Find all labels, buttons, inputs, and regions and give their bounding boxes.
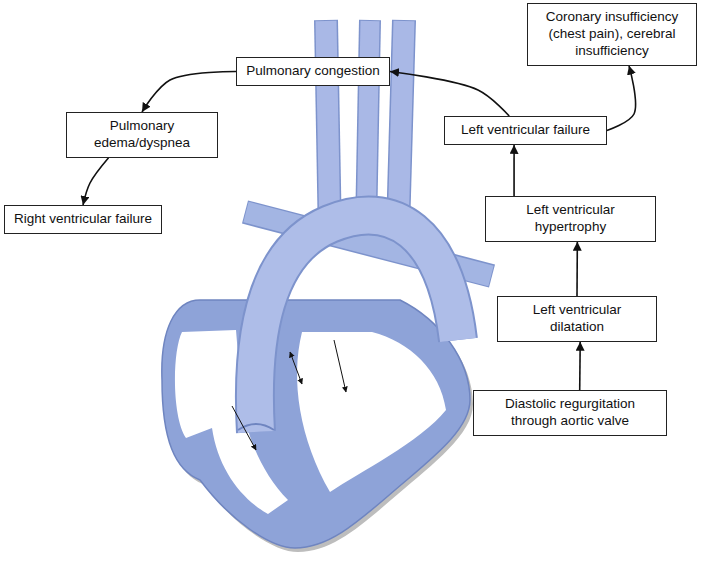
box-label: Pulmonary edema/dyspnea: [74, 118, 210, 152]
box-label: Pulmonary congestion: [244, 63, 382, 80]
process-box: Pulmonary congestion: [236, 57, 390, 86]
left-ventricle: [297, 332, 446, 492]
flow-arrow: [513, 145, 515, 196]
box-label: Left ventricular hypertrophy: [493, 202, 648, 236]
process-box: Left ventricular hypertrophy: [485, 196, 656, 242]
process-box: Left ventricular dilatation: [497, 296, 657, 342]
aorta-outline: [255, 215, 458, 432]
flow-arrow: [142, 71, 236, 112]
aorta: [255, 215, 458, 432]
process-box: Pulmonary edema/dyspnea: [66, 112, 218, 158]
process-box: Coronary insufficiency (chest pain), cer…: [527, 3, 697, 66]
process-box: Diastolic regurgitation through aortic v…: [473, 390, 667, 436]
heart-wall: [162, 300, 470, 548]
process-box: Right ventricular failure: [4, 205, 162, 234]
flow-arrow: [579, 342, 581, 390]
box-label: Left ventricular failure: [452, 122, 599, 139]
box-label: Diastolic regurgitation through aortic v…: [481, 396, 659, 430]
flow-arrow: [334, 340, 346, 392]
box-label: Right ventricular failure: [12, 211, 154, 228]
flow-arrow: [390, 71, 509, 116]
flow-arrow: [83, 158, 109, 205]
flow-arrow: [576, 242, 578, 296]
flow-arrow: [232, 406, 256, 450]
flow-arrow: [290, 352, 302, 384]
box-label: Left ventricular dilatation: [505, 302, 649, 336]
flow-arrow: [607, 66, 636, 131]
process-box: Left ventricular failure: [444, 116, 607, 145]
box-label: Coronary insufficiency (chest pain), cer…: [535, 9, 689, 60]
